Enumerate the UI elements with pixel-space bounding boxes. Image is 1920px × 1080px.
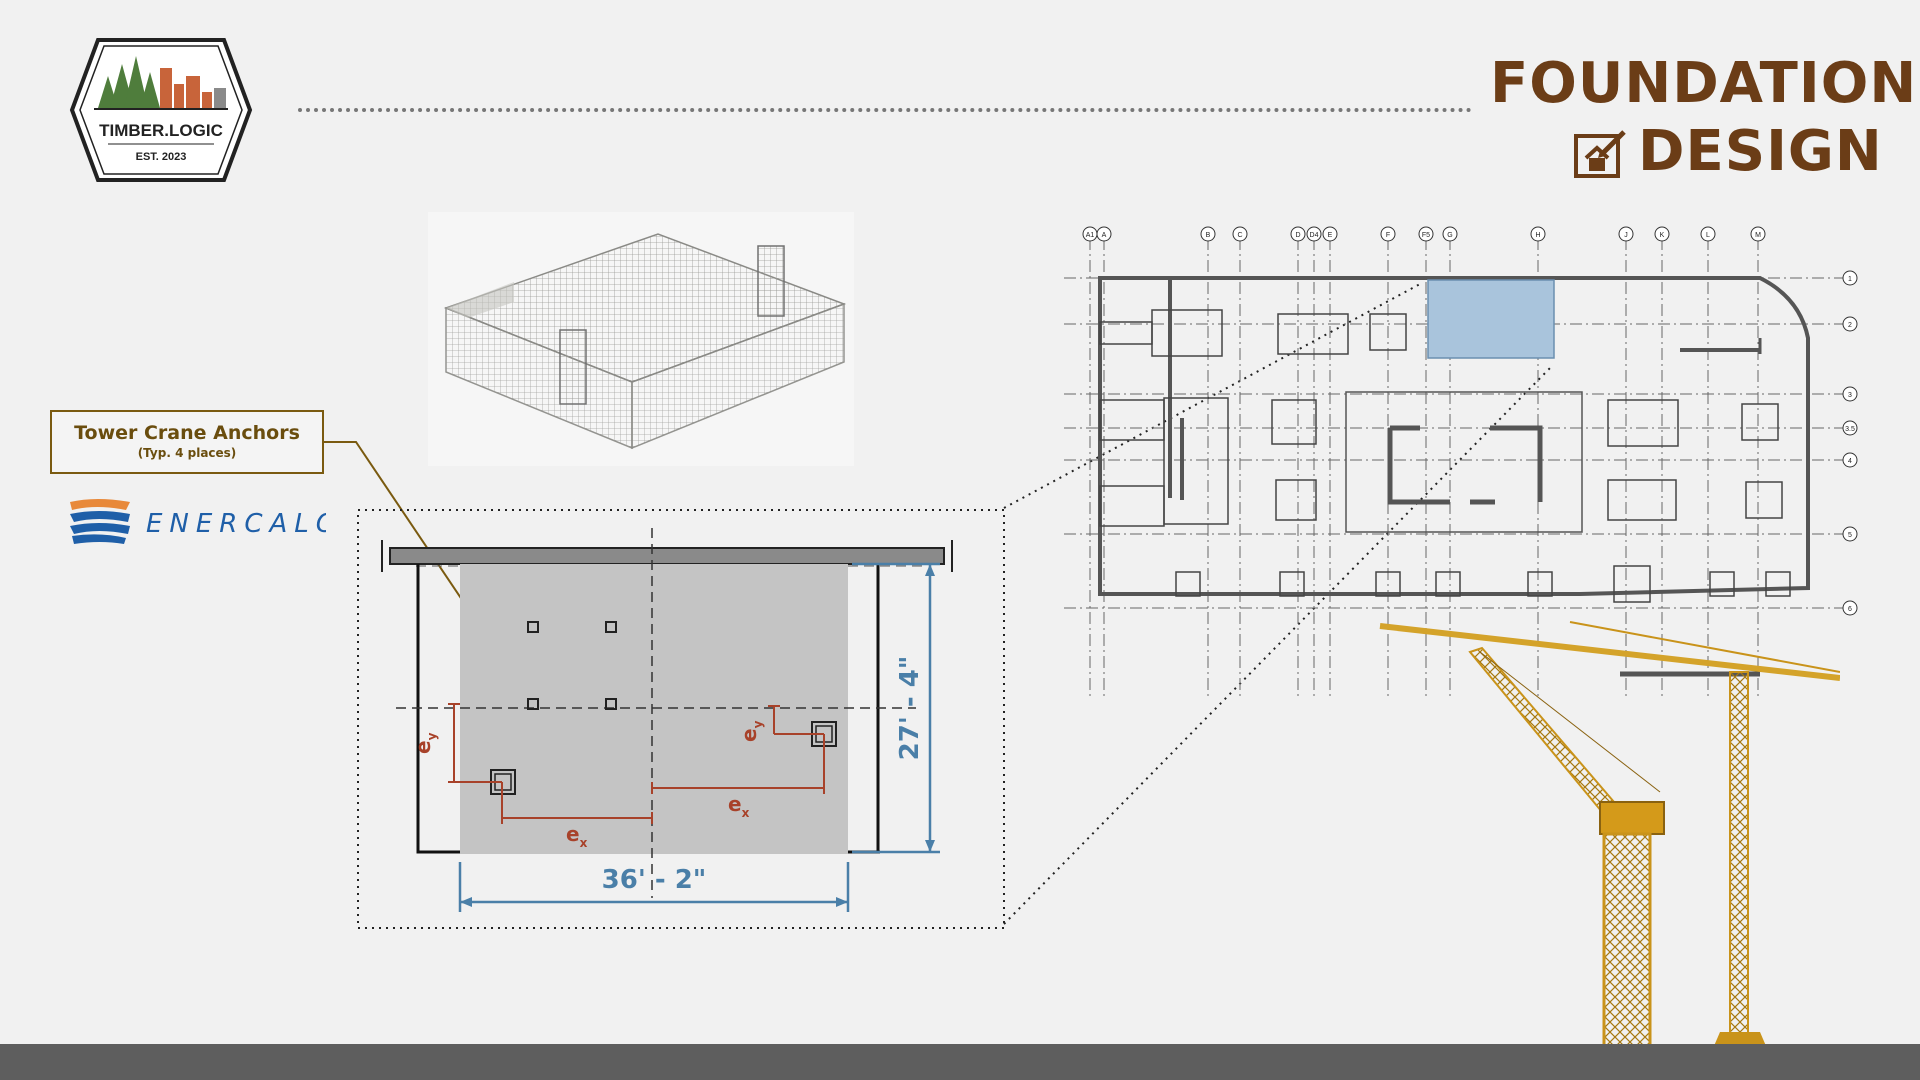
grid-label-k: K [1660,232,1665,239]
grid-bubble-e [1322,226,1338,242]
enercalc-label: ENERCALC [146,509,326,539]
grid-bubble-row-2 [1842,316,1858,332]
grid-label-f5: F5 [1422,232,1430,239]
grid-label-row-3-5: 3.5 [1845,426,1855,433]
enercalc-logo: ENERCALC [70,499,326,544]
grid-label-row-6: 6 [1848,606,1852,613]
foundation-plan-drawing: A1 A B C D D4 E F F5 G H J K L M 1 2 3 3.5 4 5 6 [1064,226,1858,696]
grid-label-b: B [1206,232,1211,239]
grid-label-d: D [1295,232,1300,239]
grid-bubble-m [1750,226,1766,242]
grid-bubble-j [1618,226,1634,242]
grid-bubble-l [1700,226,1716,242]
grid-bubble-f [1380,226,1396,242]
grid-label-a: A [1102,232,1107,239]
grid-bubble-d [1290,226,1306,242]
height-dimension-label: 27' - 4" [895,656,925,761]
grid-label-l: L [1706,232,1710,239]
grid-bubble-k [1654,226,1670,242]
grid-label-m: M [1755,232,1761,239]
grid-column-markers: A1 A B C D D4 E F F5 G H J K L M [1082,226,1766,696]
page-title-line2: DESIGN [1638,119,1883,184]
grid-label-row-2: 2 [1848,322,1852,329]
callout-title: Tower Crane Anchors [74,422,300,444]
rebar-cage-3d-model [428,212,854,466]
ex-left-label: ex [566,822,588,850]
grid-bubble-a [1096,226,1112,242]
grid-bubble-d4 [1306,226,1322,242]
grid-label-c: C [1237,232,1242,239]
crane-pad-highlight [1427,279,1555,359]
grid-label-j: J [1624,232,1628,239]
grid-bubble-row-1 [1842,270,1858,286]
grid-label-row-3: 3 [1848,392,1852,399]
grid-bubble-h [1530,226,1546,242]
foundation-mat-detail: ey ex ey ex 36' - 2" 27' - 4" [357,509,1005,929]
house-design-icon [1574,130,1626,178]
grid-label-a1: A1 [1086,232,1095,239]
grid-label-row-1: 1 [1848,276,1852,283]
footer-bar [0,1044,1920,1080]
ey-right-label: ey [737,720,765,742]
grid-bubble-row-3 [1842,386,1858,402]
tower-cranes-illustration [1379,621,1840,1048]
header-dotted-line [298,108,1472,112]
grid-bubble-f5 [1418,226,1434,242]
grid-bubble-row-4 [1842,452,1858,468]
timber-logic-logo: TIMBER.LOGIC EST. 2023 [69,38,253,182]
grid-label-row-4: 4 [1848,458,1852,465]
grid-bubble-g [1442,226,1458,242]
grid-bubble-b [1200,226,1216,242]
page-title-line1: FOUNDATION [1490,51,1918,116]
logo-est: EST. 2023 [136,151,187,163]
callout-subtitle: (Typ. 4 places) [137,446,237,460]
ex-right-label: ex [728,792,750,820]
ey-left-label: ey [411,732,439,754]
grid-bubble-c [1232,226,1248,242]
grid-label-h: H [1535,232,1540,239]
width-dimension-label: 36' - 2" [602,865,707,895]
grid-bubble-row-3-5 [1842,420,1858,436]
grid-label-d4: D4 [1310,232,1319,239]
grid-label-e: E [1328,232,1333,239]
grid-bubble-row-6 [1842,600,1858,616]
logo-brand: TIMBER.LOGIC [99,121,223,140]
grid-bubble-row-5 [1842,526,1858,542]
crane-anchor-callout: Tower Crane Anchors (Typ. 4 places) [50,410,324,474]
grid-label-row-5: 5 [1848,532,1852,539]
grid-label-g: G [1447,232,1452,239]
grid-label-f: F [1386,232,1390,239]
